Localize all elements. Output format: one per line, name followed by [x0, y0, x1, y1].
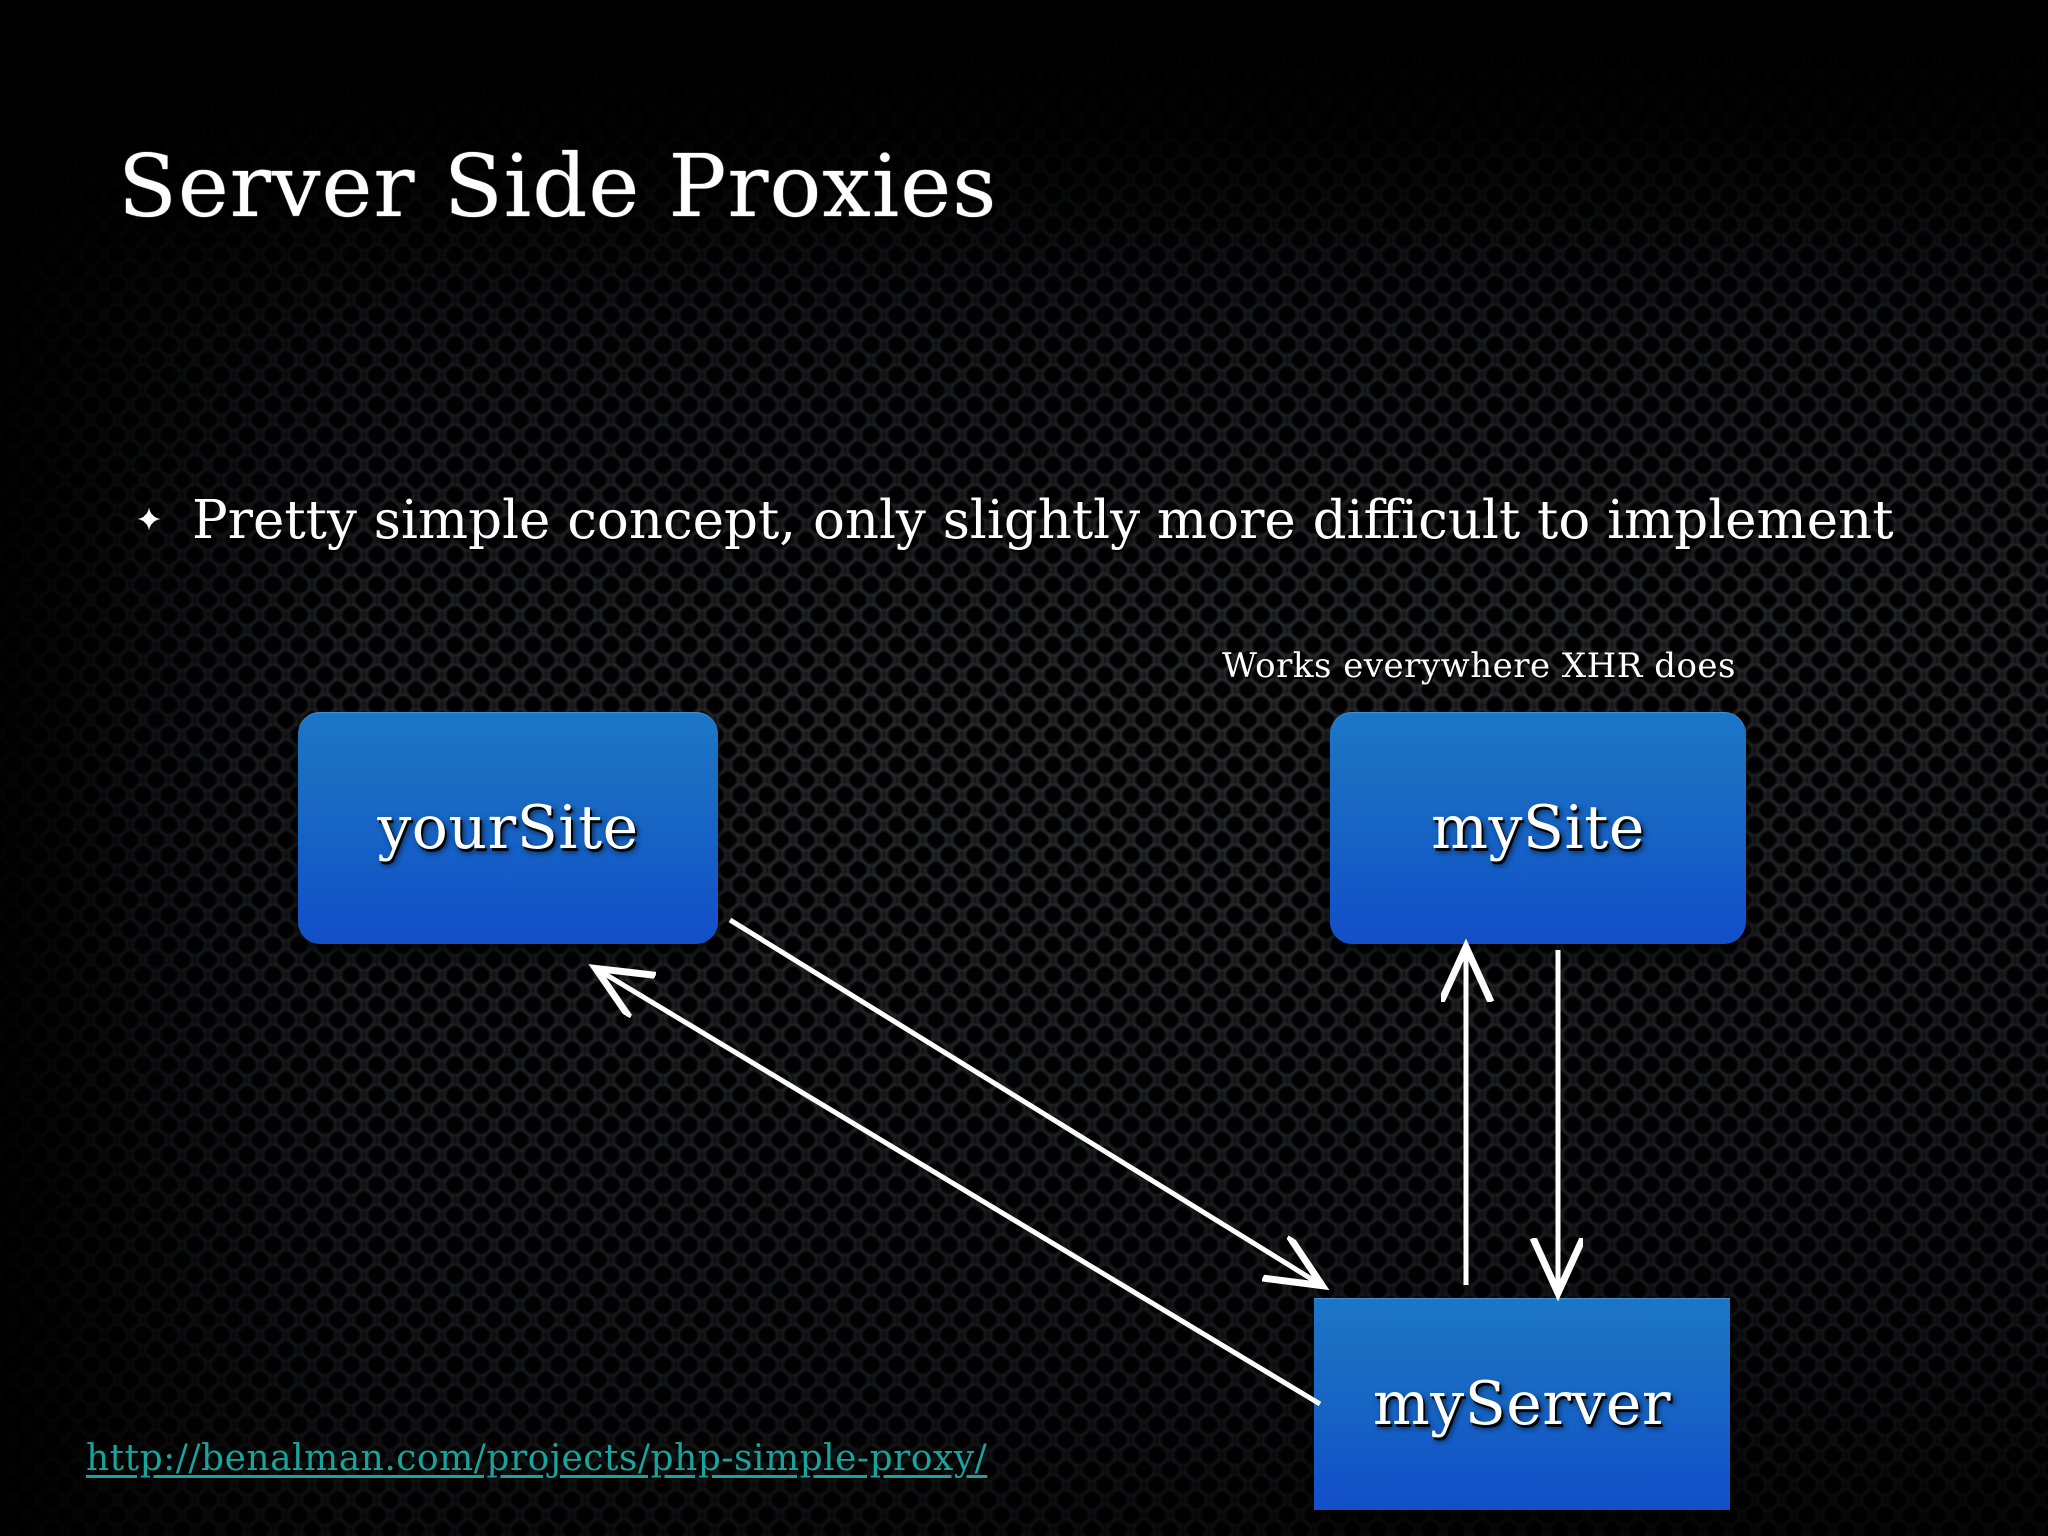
list-item: Pretty simple concept, only slightly mor…: [136, 490, 1896, 552]
diagram-node-mysite-label: mySite: [1431, 793, 1645, 863]
diagram-node-mysite: mySite: [1330, 712, 1746, 944]
page-title: Server Side Proxies: [118, 137, 998, 237]
diagram-node-yoursite-label: yourSite: [377, 793, 639, 863]
arrow-yoursite-to-myserver: [728, 917, 1318, 1283]
diagram-node-myserver: myServer: [1314, 1298, 1730, 1510]
arrow-myserver-to-yoursite: [600, 971, 1322, 1407]
diagram-node-myserver-label: myServer: [1372, 1369, 1672, 1439]
reference-link[interactable]: http://benalman.com/projects/php-simple-…: [86, 1438, 988, 1479]
diagram-node-yoursite: yourSite: [298, 712, 718, 944]
bullet-text: Pretty simple concept, only slightly mor…: [192, 490, 1894, 551]
bullet-list: Pretty simple concept, only slightly mor…: [136, 490, 1896, 552]
bullet-marker: [136, 490, 192, 532]
diagram-caption: Works everywhere XHR does: [1222, 646, 1736, 686]
astroid-bullet-icon: [136, 506, 162, 532]
